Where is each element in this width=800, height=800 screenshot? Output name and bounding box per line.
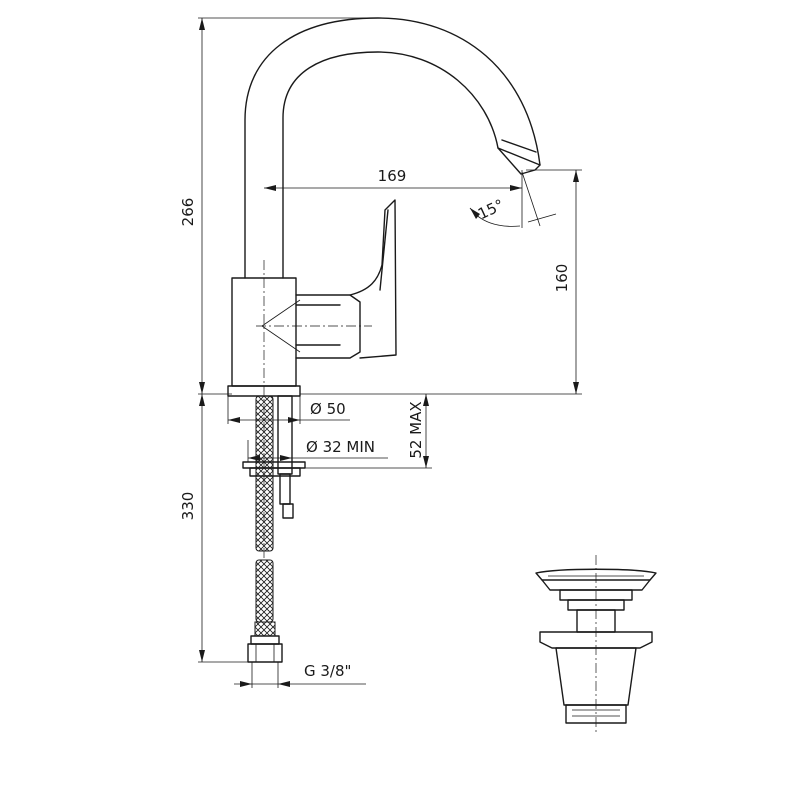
dim-spout-angle: 15° <box>469 171 557 227</box>
dim-hose-thread: G 3/8" <box>234 662 366 688</box>
dim-base-diameter: Ø 50 <box>227 396 350 424</box>
dim-hole-diameter: Ø 32 MIN <box>247 438 388 462</box>
label-max-deck-thickness: 52 MAX <box>407 401 425 458</box>
label-spout-reach: 169 <box>378 167 407 185</box>
dim-hose-length: 330 <box>179 394 248 663</box>
label-spout-angle: 15° <box>475 196 507 224</box>
label-hose-length: 330 <box>179 492 197 521</box>
dim-total-height: 266 <box>179 17 380 395</box>
label-hole-diameter: Ø 32 MIN <box>306 438 375 456</box>
label-hose-thread: G 3/8" <box>304 662 351 680</box>
label-total-height: 266 <box>179 198 197 227</box>
pop-up-waste <box>535 568 657 724</box>
supply-hoses <box>242 395 306 663</box>
dim-spout-reach: 169 <box>264 167 523 228</box>
label-base-diameter: Ø 50 <box>310 400 346 418</box>
label-spout-height: 160 <box>553 264 571 293</box>
dim-max-deck-thickness: 52 MAX <box>305 394 432 469</box>
dim-spout-height: 160 <box>300 169 582 395</box>
